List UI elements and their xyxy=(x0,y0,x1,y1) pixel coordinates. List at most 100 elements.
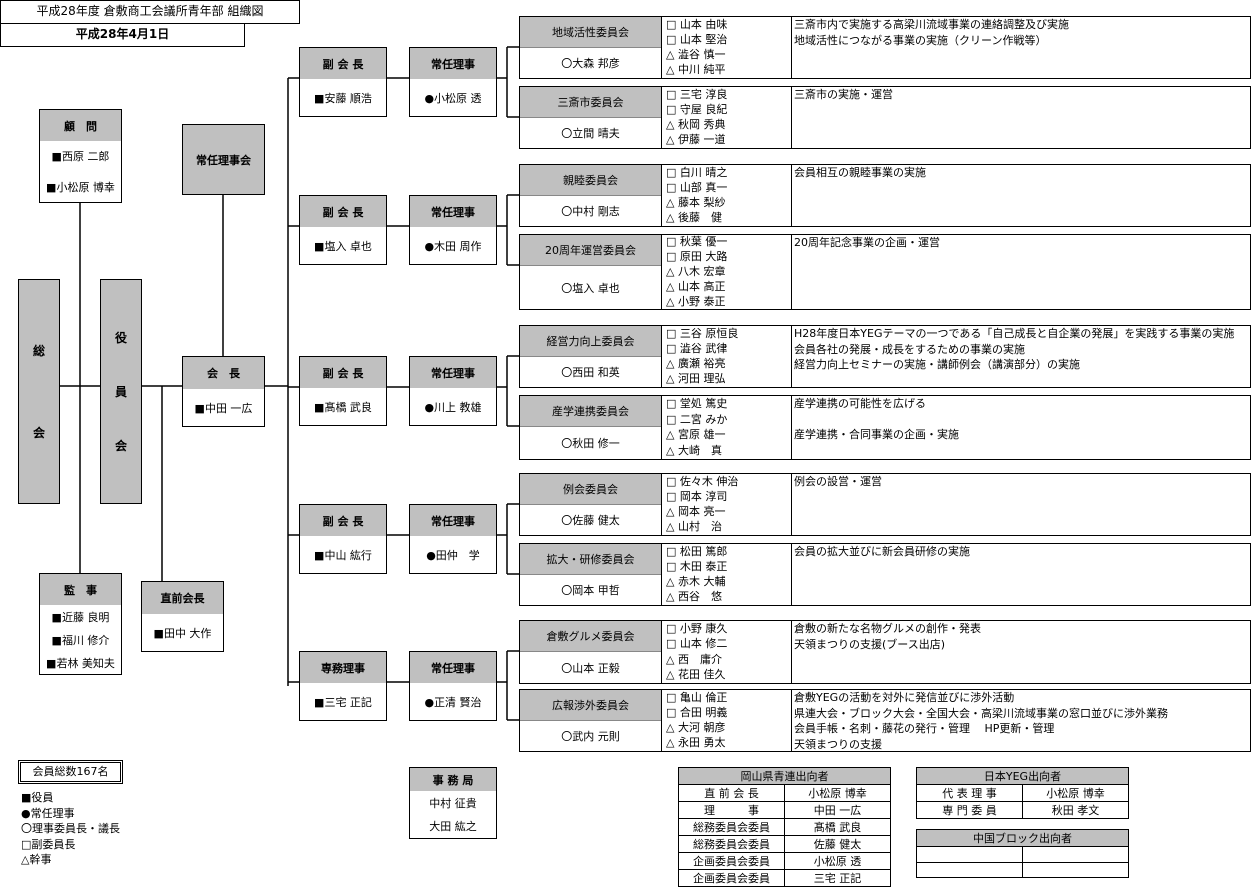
vice-president-name: ■三宅 正記 xyxy=(314,695,372,709)
committee-member: △ 秋岡 秀典 xyxy=(666,118,726,132)
committee-activity: 会員手帳・名刺・藤花の発行・管理 HP更新・管理 xyxy=(794,722,1055,735)
vice-president-name: ■塩入 卓也 xyxy=(314,239,372,253)
committee-name: 倉敷グルメ委員会 xyxy=(520,621,661,652)
vice-president-name: ■髙橋 武良 xyxy=(314,400,372,414)
committee-member: □ 堂処 篤史 xyxy=(666,396,728,410)
committee-activity: 産学連携の可能性を広げる xyxy=(794,397,926,410)
committee-member: □ 合田 明義 xyxy=(666,705,728,719)
position-cell: 代 表 理 事 xyxy=(916,784,1023,802)
member-total-box: 会員総数167名 xyxy=(18,760,123,784)
standing-director-name: ●木田 周作 xyxy=(424,239,482,253)
committee-member: △ 岡本 亮一 xyxy=(666,505,726,519)
vice-president-name: ■中山 紘行 xyxy=(314,548,372,562)
standing-director-name: ●小松原 透 xyxy=(424,91,482,105)
committee-members: □ 小野 康久□ 山本 修二△ 西 庸介△ 花田 佳久 xyxy=(662,621,792,683)
name-cell: 中田 一広 xyxy=(784,801,891,819)
name-cell: 秋田 孝文 xyxy=(1022,801,1129,819)
advisors-box: 顧 問 ■西原 二郎 ■小松原 博幸 xyxy=(39,109,122,203)
table-row: 企画委員会委員小松原 透 xyxy=(678,852,891,870)
position-cell: 企画委員会委員 xyxy=(678,869,785,887)
name-cell xyxy=(1022,861,1129,878)
committee-member: □ 小野 康久 xyxy=(666,621,728,635)
committee-members: □ 松田 篤郎□ 木田 泰正△ 赤木 大輔△ 西谷 悠 xyxy=(662,544,792,605)
legend-standing-director: ●常任理事 xyxy=(21,806,75,820)
committee-row: 倉敷グルメ委員会 〇山本 正毅 □ 小野 康久□ 山本 修二△ 西 庸介△ 花田… xyxy=(519,620,1251,684)
committee-member: □ 岡本 淳司 xyxy=(666,489,728,503)
committee-member: □ 松田 篤郎 xyxy=(666,544,728,558)
position-cell xyxy=(916,846,1023,863)
auditor-name: ■若林 美知夫 xyxy=(46,656,115,670)
committee-name: 拡大・研修委員会 xyxy=(520,544,661,575)
committee-member: △ 西 庸介 xyxy=(666,652,722,666)
committee-chair: 〇岡本 甲哲 xyxy=(561,584,620,597)
committee-chair: 〇塩入 卓也 xyxy=(561,281,620,295)
vice-president-box: 副 会 長 ■塩入 卓也 xyxy=(299,195,387,265)
legend-secretary: △幹事 xyxy=(21,853,52,866)
chart-title: 平成28年度 倉敷商工会議所青年部 組織図 xyxy=(36,4,264,18)
committee-member: △ 中川 純平 xyxy=(666,63,726,77)
vice-president-title: 副 会 長 xyxy=(300,48,386,79)
table-row xyxy=(916,846,1129,863)
committee-member: △ 赤木 大輔 xyxy=(666,575,726,589)
chugoku-block-secondee-table-title: 中国ブロック出向者 xyxy=(916,829,1129,847)
secretariat-box: 事 務 局 中村 征貴 大田 紘之 xyxy=(409,767,497,839)
committee-member: □ 山部 真一 xyxy=(666,180,728,194)
president-name: ■中田 一広 xyxy=(194,401,253,415)
committee-members: □ 亀山 倫正□ 合田 明義△ 大河 朝彦△ 永田 勇太 xyxy=(662,690,792,751)
committee-row: 20周年運営委員会 〇塩入 卓也 □ 秋葉 優一□ 原田 大路△ 八木 宏章△ … xyxy=(519,234,1251,310)
committee-chair: 〇秋田 修一 xyxy=(561,437,620,450)
standing-director-box: 常任理事 ●小松原 透 xyxy=(409,47,497,117)
committee-chair: 〇大森 邦彦 xyxy=(561,57,620,70)
committee-member: △ 大河 朝彦 xyxy=(666,721,726,735)
committee-name: 親睦委員会 xyxy=(520,165,661,196)
table-row: 総務委員会委員佐藤 健太 xyxy=(678,835,891,853)
committee-activities: 三斎市の実施・運営 xyxy=(792,87,1250,148)
committee-activity: 県連大会・ブロック大会・全国大会・高梁川流域事業の窓口並びに渉外業務 xyxy=(794,706,1168,720)
secretariat-title: 事 務 局 xyxy=(410,768,496,791)
committee-members: □ 堂処 篤史□ 二宮 みか△ 宮原 雄一△ 大崎 真 xyxy=(662,396,792,459)
committee-activity: H28年度日本YEGテーマの一つである「自己成長と自企業の発展」を実践する事業の… xyxy=(794,327,1235,340)
table-row xyxy=(916,861,1129,878)
legend-officer: ■役員 xyxy=(21,791,54,804)
committee-activity: 会員の拡大並びに新会員研修の実施 xyxy=(794,545,970,558)
committee-chair: 〇西田 和英 xyxy=(561,366,620,379)
committee-row: 親睦委員会 〇中村 剛志 □ 白川 晴之□ 山部 真一△ 藤本 梨紗△ 後藤 健… xyxy=(519,164,1251,227)
committee-row: 拡大・研修委員会 〇岡本 甲哲 □ 松田 篤郎□ 木田 泰正△ 赤木 大輔△ 西… xyxy=(519,543,1251,606)
committee-row: 三斎市委員会 〇立間 晴夫 □ 三宅 淳良□ 守屋 良紀△ 秋岡 秀典△ 伊藤 … xyxy=(519,86,1251,149)
committee-name: 三斎市委員会 xyxy=(520,87,661,118)
standing-director-box: 常任理事 ●正清 賢治 xyxy=(409,651,497,721)
committee-name: 地域活性委員会 xyxy=(520,17,661,48)
vice-president-name: ■安藤 順浩 xyxy=(314,91,372,105)
committee-member: □ 秋葉 優一 xyxy=(666,235,728,249)
secretariat-member: 中村 征貴 xyxy=(429,796,477,810)
date-box: 平成28年4月1日 xyxy=(0,23,245,47)
committee-member: △ 八木 宏章 xyxy=(666,264,726,278)
japan-yeg-secondee-table-title: 日本YEG出向者 xyxy=(916,767,1129,785)
committee-member: △ 廣瀬 裕亮 xyxy=(666,357,726,371)
committee-member: △ 西谷 悠 xyxy=(666,590,722,604)
committee-activity: 会員相互の親睦事業の実施 xyxy=(794,166,926,179)
vice-president-title: 副 会 長 xyxy=(300,196,386,227)
standing-board-box: 常任理事会 xyxy=(182,124,265,195)
committee-members: □ 白川 晴之□ 山部 真一△ 藤本 梨紗△ 後藤 健 xyxy=(662,165,792,226)
committee-activity xyxy=(794,412,1250,428)
committee-chair: 〇山本 正毅 xyxy=(561,661,620,675)
committee-row: 産学連携委員会 〇秋田 修一 □ 堂処 篤史□ 二宮 みか△ 宮原 雄一△ 大崎… xyxy=(519,395,1251,460)
committee-member: □ 山本 修二 xyxy=(666,637,728,651)
officers-meeting-char: 役 xyxy=(114,330,127,345)
vice-president-box: 副 会 長 ■安藤 順浩 xyxy=(299,47,387,117)
committee-activity: 倉敷の新たな名物グルメの創作・発表 xyxy=(794,622,981,635)
committee-member: □ 亀山 倫正 xyxy=(666,690,728,704)
table-row: 企画委員会委員三宅 正記 xyxy=(678,869,891,887)
officers-meeting-char: 会 xyxy=(114,439,127,454)
committee-activity: 地域活性につながる事業の実施（クリーン作戦等） xyxy=(794,33,1047,47)
committee-row: 地域活性委員会 〇大森 邦彦 □ 山本 由味□ 山本 堅治△ 澁谷 慎一△ 中川… xyxy=(519,16,1251,79)
vice-president-box: 専務理事 ■三宅 正記 xyxy=(299,651,387,721)
okayama-secondee-table-title: 岡山県青連出向者 xyxy=(678,767,891,785)
name-cell: 三宅 正記 xyxy=(784,869,891,887)
committee-member: □ 三谷 原恒良 xyxy=(666,326,739,340)
member-total: 会員総数167名 xyxy=(32,765,109,778)
advisors-title: 顧 問 xyxy=(40,110,121,141)
standing-director-name: ●田仲 学 xyxy=(426,548,480,562)
chart-date: 平成28年4月1日 xyxy=(75,27,170,41)
